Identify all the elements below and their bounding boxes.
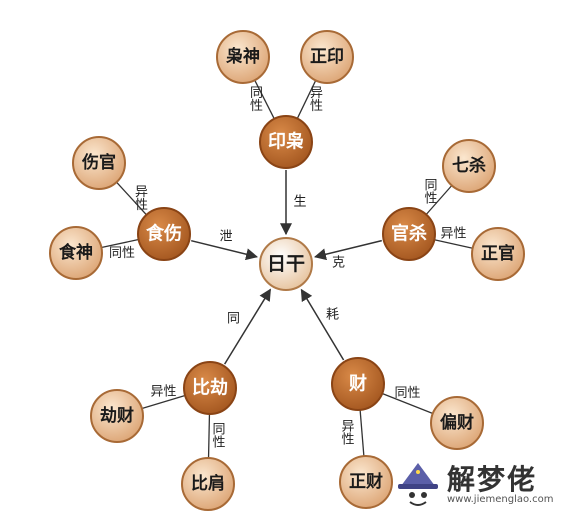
sub-node-label-yinxiao-1: 正印 (310, 47, 344, 67)
watermark: 解梦佬 www.jiemenglao.com (395, 458, 560, 513)
edge-bijie-sub-0 (141, 394, 186, 410)
main-node-shishang (137, 207, 191, 261)
center-node (259, 237, 313, 291)
edge-label-yinxiao-sub-0: 同性 (250, 85, 263, 113)
edge-shishang-sub-1 (101, 238, 139, 249)
sub-node-yinxiao-0 (216, 30, 270, 84)
edge-cai-sub-0 (381, 392, 434, 415)
sub-node-label-shishang-0: 伤官 (81, 152, 116, 173)
sub-node-bijie-0 (90, 389, 144, 443)
main-node-cai (331, 357, 385, 411)
edge-label-guansha: 克 (332, 255, 345, 270)
edge-label-shishang: 泄 (220, 229, 233, 244)
main-node-yinxiao (259, 115, 313, 169)
edge-cai-to-center (300, 288, 345, 361)
edge-cai-sub-1 (359, 409, 365, 457)
edge-label-cai-sub-0: 同性 (394, 386, 420, 401)
center-node-label: 日干 (267, 253, 305, 275)
edge-label-yinxiao-sub-1: 异性 (310, 85, 323, 113)
edge-label-cai: 耗 (326, 307, 339, 322)
edge-label-cai-sub-1: 异性 (341, 419, 354, 447)
edge-label-bijie-sub-0: 异性 (150, 385, 176, 400)
sub-node-yinxiao-1 (300, 30, 354, 84)
edge-label-bijie: 同 (227, 311, 240, 326)
sub-node-label-cai-0: 偏财 (440, 412, 474, 433)
main-node-label-cai: 财 (349, 373, 367, 395)
sub-node-shishang-1 (49, 226, 103, 280)
edge-guansha-to-center (313, 239, 382, 261)
edge-shishang-sub-0 (116, 181, 147, 216)
sub-node-cai-0 (430, 396, 484, 450)
sub-node-label-guansha-1: 正官 (481, 243, 515, 264)
edge-bijie-sub-1 (207, 413, 211, 459)
sub-node-shishang-0 (72, 136, 126, 190)
main-node-guansha (382, 207, 436, 261)
main-node-label-bijie: 比劫 (192, 378, 228, 399)
main-node-bijie (183, 361, 237, 415)
sub-node-label-bijie-1: 比肩 (191, 473, 225, 494)
edge-yinxiao-sub-0 (254, 79, 275, 120)
sub-node-guansha-0 (442, 139, 496, 193)
sub-node-label-yinxiao-0: 枭神 (225, 46, 260, 67)
wizard-hat-icon (398, 463, 438, 506)
main-node-label-yinxiao: 印枭 (268, 131, 304, 153)
edge-label-bijie-sub-1: 同性 (212, 422, 225, 450)
edge-bijie-to-center (223, 288, 271, 365)
sub-node-label-cai-1: 正财 (349, 471, 383, 492)
edge-label-yinxiao: 生 (293, 195, 306, 210)
main-node-label-guansha: 官杀 (391, 223, 427, 245)
sub-node-label-guansha-0: 七杀 (452, 155, 486, 176)
sub-node-guansha-1 (471, 227, 525, 281)
edge-label-shishang-sub-1: 同性 (109, 246, 135, 261)
watermark-url: www.jiemenglao.com (447, 494, 554, 505)
edge-yinxiao-sub-1 (296, 80, 317, 119)
watermark-title: 解梦佬 (447, 463, 538, 496)
edge-guansha-sub-1 (434, 239, 473, 249)
sub-node-bijie-1 (181, 457, 235, 511)
edge-label-guansha-sub-0: 同性 (424, 178, 437, 206)
sub-node-cai-1 (339, 455, 393, 509)
edge-shishang-to-center (191, 239, 259, 261)
sub-node-label-bijie-0: 劫财 (100, 405, 134, 426)
edge-label-shishang-sub-0: 异性 (135, 184, 148, 212)
sub-node-label-shishang-1: 食神 (59, 242, 93, 263)
edge-guansha-sub-0 (425, 185, 453, 215)
edge-label-guansha-sub-1: 异性 (440, 227, 466, 242)
main-node-label-shishang: 食伤 (145, 223, 182, 245)
